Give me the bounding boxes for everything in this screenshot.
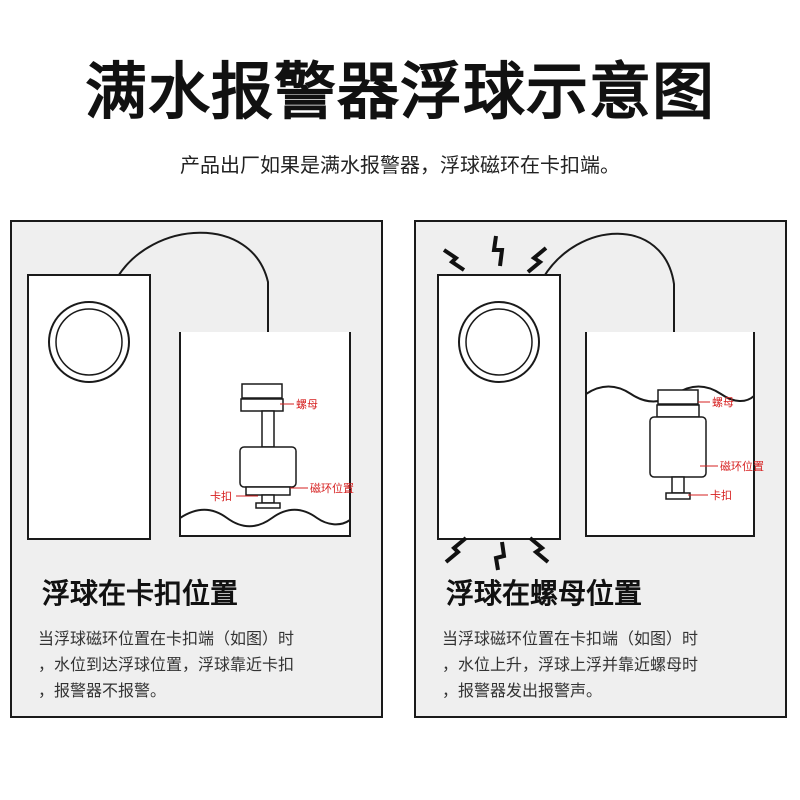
- diagram-nut-position: 螺母 磁环位置 卡扣: [437, 232, 764, 571]
- description-line: 当浮球磁环位置在卡扣端（如图）时: [38, 629, 295, 648]
- clip-stem: [261, 494, 275, 504]
- description-line: ，水位上升，浮球上浮并靠近螺母时: [442, 655, 699, 674]
- alarm-sound-icon: [442, 248, 466, 272]
- panel-description: 当浮球磁环位置在卡扣端（如图）时 ，水位上升，浮球上浮并靠近螺母时 ，报警器发出…: [442, 626, 772, 704]
- float-body: [239, 446, 297, 488]
- alarm-sound-icon: [526, 246, 548, 274]
- alarm-sound-icon: [528, 536, 550, 564]
- panel-heading: 浮球在卡扣位置: [42, 577, 239, 610]
- page-subtitle: 产品出厂如果是满水报警器，浮球磁环在卡扣端。: [180, 153, 620, 177]
- description-line: ，报警器发出报警声。: [442, 681, 603, 700]
- alarm-speaker-inner: [55, 308, 123, 376]
- description-line: ，水位到达浮球位置，浮球靠近卡扣: [38, 655, 295, 674]
- clip-base: [255, 502, 281, 509]
- clip-label: 卡扣: [210, 489, 232, 503]
- float-body: [649, 416, 707, 478]
- water-level-low: [179, 508, 351, 528]
- nut-label: 螺母: [712, 396, 734, 409]
- float-rod: [261, 410, 275, 448]
- cable: [116, 231, 269, 384]
- description-line: ，报警器不报警。: [38, 681, 167, 700]
- magnet-position-label: 磁环位置: [720, 459, 764, 473]
- nut-bottom: [240, 398, 284, 412]
- panel-heading: 浮球在螺母位置: [446, 577, 643, 610]
- clip-base: [665, 492, 691, 500]
- panel-nut-position: 螺母 磁环位置 卡扣 浮球在螺母位置 当浮球磁环位置在卡扣端（如图）时 ，水位上…: [414, 220, 787, 718]
- nut-bottom: [656, 404, 700, 418]
- alarm-sound-icon: [493, 541, 507, 571]
- nut-top: [657, 389, 699, 405]
- cable: [542, 232, 675, 390]
- clip-label: 卡扣: [710, 488, 732, 502]
- float-rod: [671, 476, 685, 494]
- magnet-ring: [245, 486, 291, 496]
- nut-top: [241, 383, 283, 399]
- page-title: 满水报警器浮球示意图: [84, 55, 715, 128]
- panel-clip-position: 螺母 磁环位置 卡扣 浮球在卡扣位置 当浮球磁环位置在卡扣端（如图）时 ，水位到…: [10, 220, 383, 718]
- alarm-sound-icon: [491, 235, 505, 267]
- description-line: 当浮球磁环位置在卡扣端（如图）时: [442, 629, 699, 648]
- nut-label: 螺母: [296, 398, 318, 411]
- alarm-speaker-inner: [465, 308, 533, 376]
- panel-description: 当浮球磁环位置在卡扣端（如图）时 ，水位到达浮球位置，浮球靠近卡扣 ，报警器不报…: [38, 626, 368, 704]
- diagram-clip-position: 螺母 磁环位置 卡扣: [27, 231, 354, 540]
- alarm-sound-icon: [444, 536, 468, 564]
- magnet-position-label: 磁环位置: [310, 481, 354, 495]
